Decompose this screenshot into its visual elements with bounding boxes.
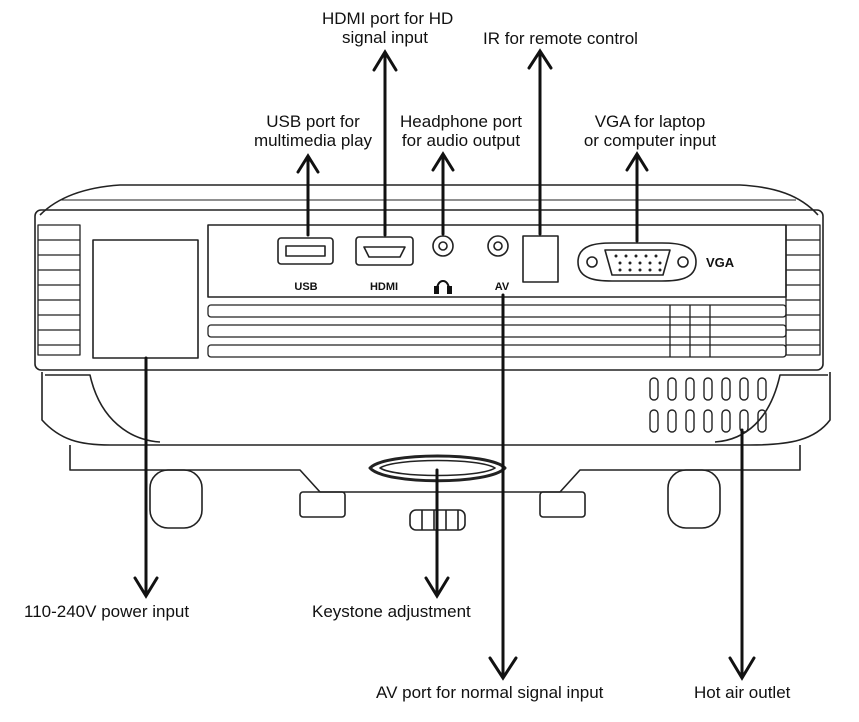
hdmi-callout: HDMI port for HD signal input <box>322 9 454 47</box>
vga-port <box>577 242 697 282</box>
keystone-callout: Keystone adjustment <box>312 602 471 621</box>
headphone-callout-line1: Headphone port <box>400 112 522 131</box>
headphone-callout: Headphone port for audio output <box>388 112 534 150</box>
usb-callout-line1: USB port for <box>266 112 360 131</box>
port-panel <box>207 224 787 298</box>
projector-top-outline <box>39 184 819 216</box>
hot-air-callout: Hot air outlet <box>694 683 791 702</box>
rear-vents <box>207 304 787 358</box>
hdmi-port <box>355 236 414 266</box>
av-callout: AV port for normal signal input <box>376 683 604 702</box>
vga-port-label: VGA <box>706 255 735 270</box>
hdmi-callout-line1: HDMI port for HD <box>322 9 454 28</box>
right-foot <box>667 469 721 529</box>
usb-port <box>277 237 334 265</box>
power-input-panel <box>92 239 199 359</box>
projector-lower-body <box>41 372 831 446</box>
vga-callout: VGA for laptop or computer input <box>570 112 730 150</box>
hdmi-port-label: HDMI <box>369 281 399 293</box>
av-jack <box>487 235 509 257</box>
projector-body <box>34 209 824 371</box>
ir-receiver <box>522 235 559 283</box>
hot-air-vents <box>649 377 767 433</box>
power-callout: 110-240V power input <box>24 602 190 621</box>
headphone-jack <box>432 235 454 257</box>
vga-callout-line2: or computer input <box>583 131 717 150</box>
usb-callout: USB port for multimedia play <box>244 112 382 150</box>
hdmi-callout-line2: signal input <box>341 28 428 47</box>
usb-callout-line2: multimedia play <box>253 131 373 150</box>
headphone-icon <box>434 280 452 294</box>
right-grille <box>785 224 821 356</box>
left-grille <box>37 224 81 356</box>
ir-callout: IR for remote control <box>483 29 638 48</box>
vga-callout-line1: VGA for laptop <box>594 112 706 131</box>
usb-port-label: USB <box>294 281 318 293</box>
headphone-callout-line2: for audio output <box>401 131 521 150</box>
av-port-label: AV <box>494 281 510 293</box>
left-foot <box>149 469 203 529</box>
